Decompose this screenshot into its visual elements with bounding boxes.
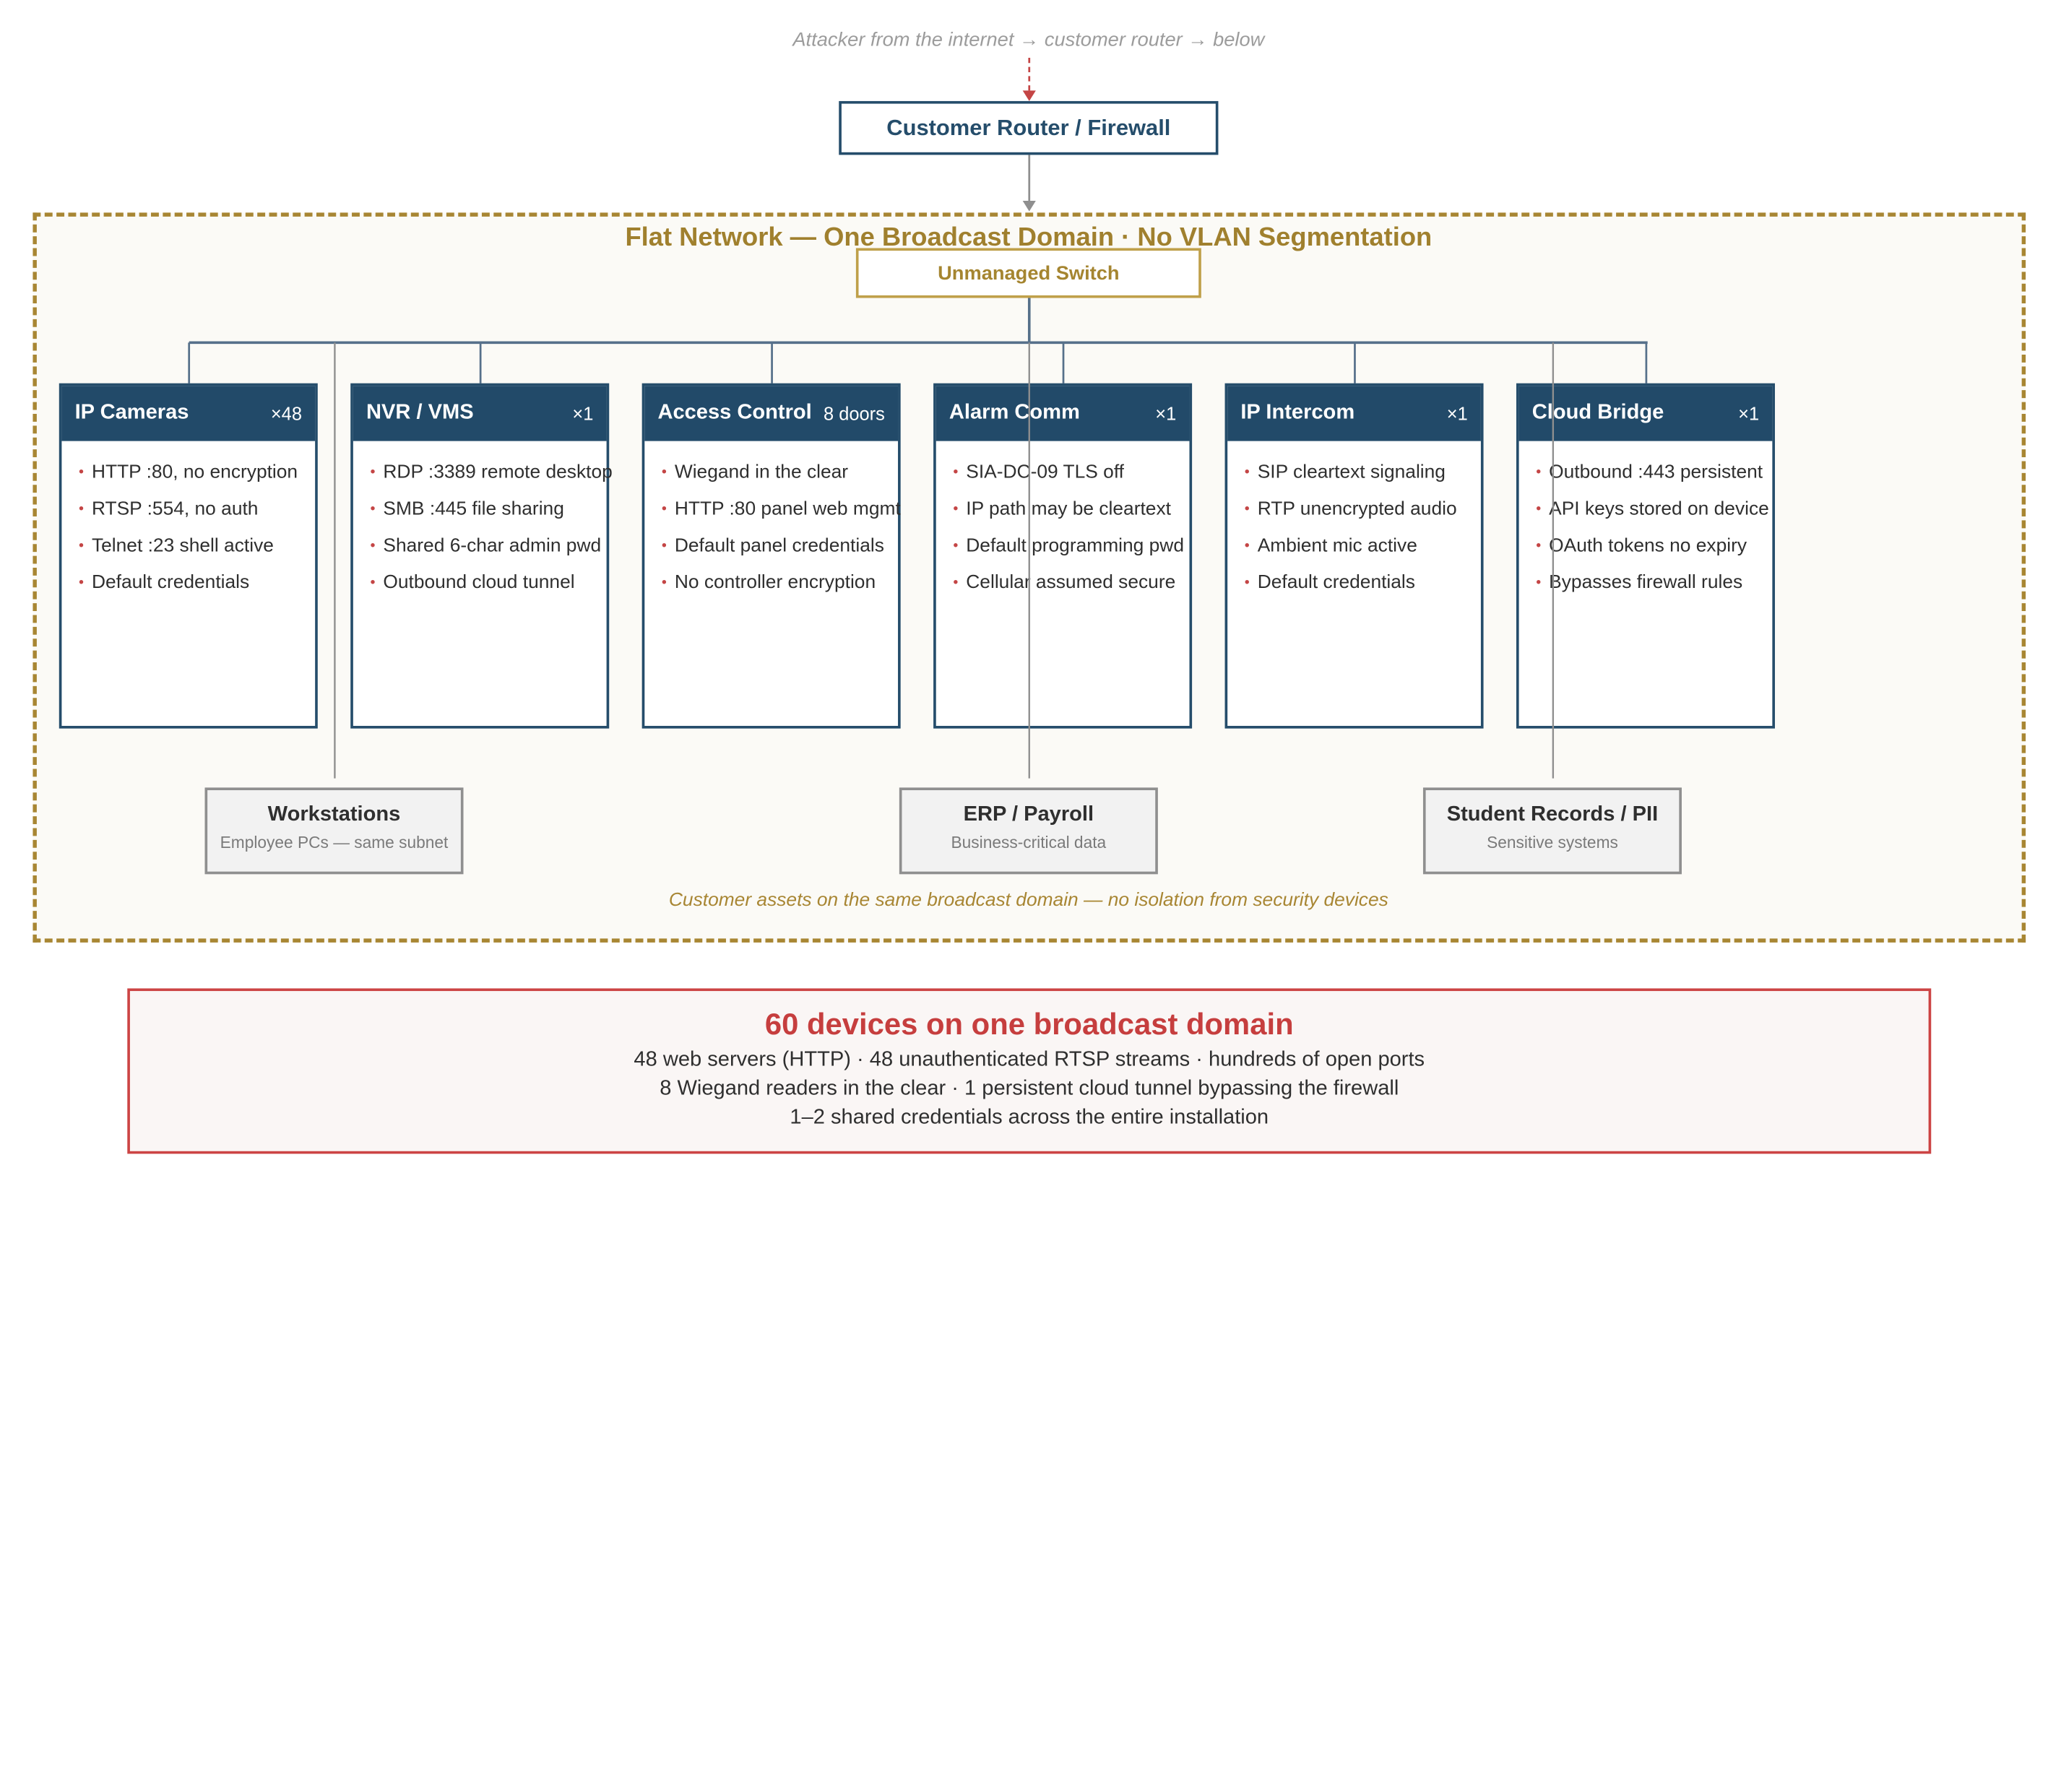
vulnerability-list: Outbound :443 persistent API keys stored…: [1519, 441, 1773, 607]
asset-subtitle: Sensitive systems: [1487, 833, 1618, 852]
device-count: ×1: [572, 402, 594, 424]
vulnerability-item: Ambient mic active: [1245, 533, 1481, 570]
device-title: Access Control: [657, 402, 812, 424]
vulnerability-item: Default credentials: [79, 570, 315, 607]
device-count: ×48: [270, 402, 302, 424]
device-card-cloud-bridge: Cloud Bridge ×1 Outbound :443 persistent…: [1516, 383, 1775, 729]
device-card-ip-cameras: IP Cameras ×48 HTTP :80, no encryption R…: [59, 383, 318, 729]
device-title: IP Intercom: [1240, 402, 1355, 424]
device-card-header: IP Intercom ×1: [1227, 386, 1481, 441]
vulnerability-item: Cellular assumed secure: [953, 570, 1189, 607]
customer-router: Customer Router / Firewall: [839, 100, 1219, 155]
vulnerability-item: RDP :3389 remote desktop: [370, 459, 612, 496]
summary-line: 48 web servers (HTTP) · 48 unauthenticat…: [634, 1049, 1425, 1071]
device-title: NVR / VMS: [366, 402, 474, 424]
vulnerability-item: HTTP :80, no encryption: [79, 459, 315, 496]
device-title: Cloud Bridge: [1531, 402, 1664, 424]
vulnerability-item: SIP cleartext signaling: [1245, 459, 1481, 496]
vulnerability-list: HTTP :80, no encryption RTSP :554, no au…: [61, 441, 315, 607]
vulnerability-item: IP path may be cleartext: [953, 496, 1189, 533]
vulnerability-item: Shared 6-char admin pwd: [370, 533, 606, 570]
vulnerability-item: SMB :445 file sharing: [370, 496, 606, 533]
vulnerability-list: Wiegand in the clear HTTP :80 panel web …: [644, 441, 901, 607]
device-title: Alarm Comm: [949, 402, 1080, 424]
zone-title: Flat Network — One Broadcast Domain · No…: [625, 222, 1433, 252]
vulnerability-item: HTTP :80 panel web mgmt: [662, 496, 901, 533]
device-card-header: NVR / VMS ×1: [353, 386, 607, 441]
attacker-note: Attacker from the internet → customer ro…: [792, 28, 1265, 51]
vulnerability-item: No controller encryption: [662, 570, 898, 607]
unmanaged-switch: Unmanaged Switch: [855, 248, 1201, 298]
vulnerability-item: Outbound cloud tunnel: [370, 570, 606, 607]
vulnerability-item: API keys stored on device: [1536, 496, 1772, 533]
device-card-ip-intercom: IP Intercom ×1 SIP cleartext signaling R…: [1224, 383, 1484, 729]
vulnerability-item: Wiegand in the clear: [662, 459, 898, 496]
zone-footer-note: Customer assets on the same broadcast do…: [668, 890, 1388, 912]
vulnerability-item: SIA-DC-09 TLS off: [953, 459, 1189, 496]
device-card-nvr-vms: NVR / VMS ×1 RDP :3389 remote desktop SM…: [350, 383, 613, 729]
asset-title: ERP / Payroll: [963, 803, 1094, 826]
summary-box: 60 devices on one broadcast domain 48 we…: [127, 988, 1932, 1154]
summary-line: 1–2 shared credentials across the entire…: [790, 1106, 1269, 1129]
vulnerability-item: Default credentials: [1245, 570, 1481, 607]
summary-title: 60 devices on one broadcast domain: [764, 1006, 1294, 1042]
vulnerability-item: OAuth tokens no expiry: [1536, 533, 1772, 570]
asset-student-records: Student Records / PII Sensitive systems: [1422, 787, 1682, 875]
asset-title: Student Records / PII: [1446, 803, 1659, 826]
device-count: 8 doors: [823, 402, 885, 424]
device-title: IP Cameras: [74, 402, 189, 424]
asset-subtitle: Business-critical data: [951, 833, 1107, 852]
asset-title: Workstations: [267, 803, 401, 826]
device-card-alarm-comm: Alarm Comm ×1 SIA-DC-09 TLS off IP path …: [933, 383, 1193, 729]
asset-subtitle: Employee PCs — same subnet: [220, 833, 449, 852]
vulnerability-item: Default programming pwd: [953, 533, 1189, 570]
vulnerability-item: Telnet :23 shell active: [79, 533, 315, 570]
uplink-arrow: [1022, 201, 1036, 212]
vulnerability-list: SIA-DC-09 TLS off IP path may be clearte…: [936, 441, 1190, 607]
device-card-header: Cloud Bridge ×1: [1518, 386, 1773, 441]
attacker-arrowhead: [1022, 90, 1036, 101]
device-count: ×1: [1738, 402, 1760, 424]
vulnerability-item: Bypasses firewall rules: [1536, 570, 1772, 607]
vulnerability-list: RDP :3389 remote desktop SMB :445 file s…: [353, 441, 612, 607]
vulnerability-list: SIP cleartext signaling RTP unencrypted …: [1227, 441, 1481, 607]
device-card-header: IP Cameras ×48: [61, 386, 316, 441]
device-count: ×1: [1446, 402, 1468, 424]
vulnerability-item: Outbound :443 persistent: [1536, 459, 1772, 496]
vulnerability-item: RTSP :554, no auth: [79, 496, 315, 533]
device-card-header: Alarm Comm ×1: [936, 386, 1190, 441]
vulnerability-item: Default panel credentials: [662, 533, 898, 570]
device-card-header: Access Control 8 doors: [644, 386, 899, 441]
vulnerability-item: RTP unencrypted audio: [1245, 496, 1481, 533]
summary-line: 8 Wiegand readers in the clear · 1 persi…: [660, 1078, 1399, 1100]
asset-erp-payroll: ERP / Payroll Business-critical data: [899, 787, 1158, 875]
device-card-access-control: Access Control 8 doors Wiegand in the cl…: [641, 383, 901, 729]
device-count: ×1: [1155, 402, 1177, 424]
asset-workstations: Workstations Employee PCs — same subnet: [204, 787, 464, 875]
